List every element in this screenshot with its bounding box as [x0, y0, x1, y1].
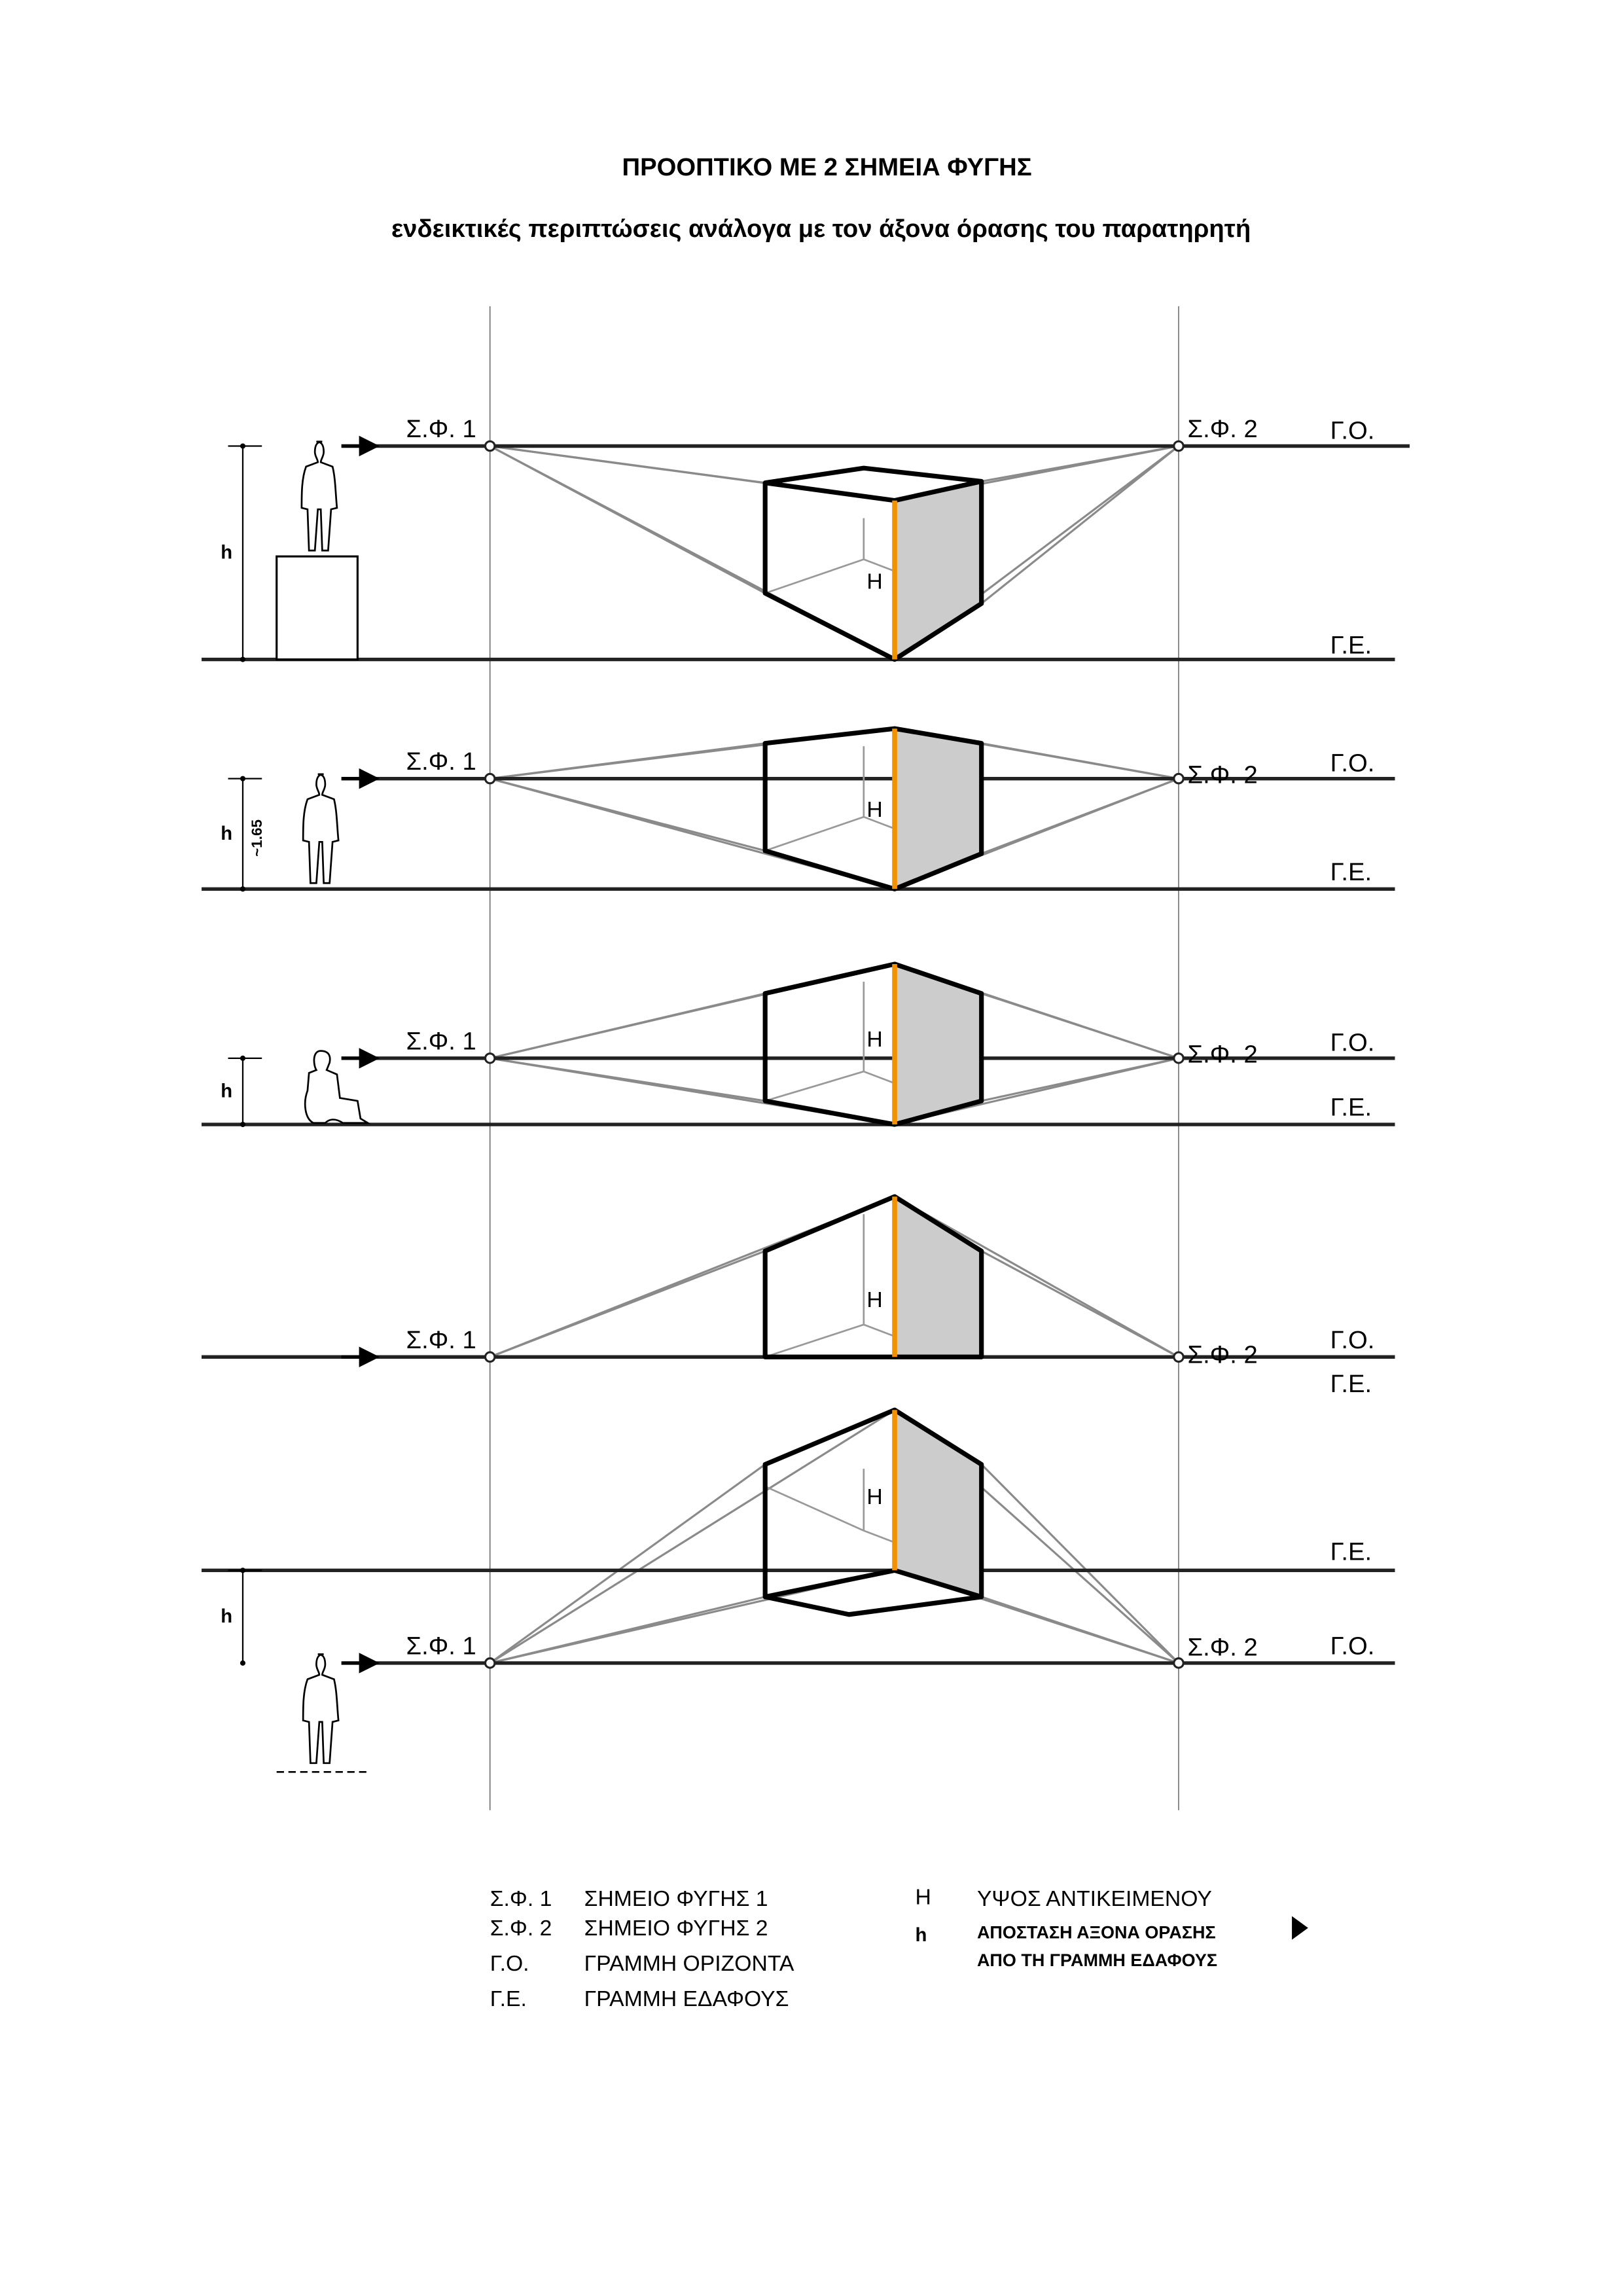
vp2-label: Σ.Φ. 2 [1187, 1340, 1257, 1369]
vp2-label: Σ.Φ. 2 [1187, 761, 1257, 789]
legend-text: ΣΗΜΕΙΟ ΦΥΓΗΣ 2 [584, 1916, 768, 1941]
dimension-dot [240, 1568, 246, 1573]
vanishing-point-1-marker [484, 1052, 496, 1064]
vanishing-point-2-marker [1173, 440, 1185, 452]
vp1-label: Σ.Φ. 1 [406, 415, 476, 443]
vanishing-point-1-marker [484, 1657, 496, 1669]
hidden-edge [764, 1070, 865, 1102]
legend-abbr: h [916, 1925, 927, 1946]
horizon-label: Γ.Ο. [1330, 1632, 1375, 1660]
dimension-dot [240, 1055, 246, 1061]
legend-text: ΑΠΟΣΤΑΣΗ ΑΞΟΝΑ ΟΡΑΣΗΣ [977, 1922, 1216, 1942]
object-height-label: H [866, 1287, 882, 1312]
vp1-label: Σ.Φ. 1 [406, 1632, 476, 1660]
construction-line [980, 445, 1179, 605]
platform-box [276, 555, 359, 661]
sight-axis-arrow-icon [359, 1346, 380, 1368]
hidden-edge [863, 1070, 895, 1085]
legend-abbr: Σ.Φ. 1 [490, 1886, 552, 1911]
diagram-case-4: H Σ.Φ. 1 Σ.Φ. 2 Γ.Ο. Γ.Ε. [202, 1194, 1395, 1398]
ground-label: Γ.Ε. [1330, 632, 1372, 660]
diagram-case-3: H Σ.Φ. 1 Σ.Φ. 2 Γ.Ο. Γ.Ε. h [202, 961, 1395, 1128]
dimension-dot [240, 776, 246, 781]
horizon-label: Γ.Ο. [1330, 749, 1375, 777]
vanishing-point-1-marker [484, 1351, 496, 1363]
sight-axis-arrow-icon [359, 1048, 380, 1069]
hidden-edge [764, 816, 865, 852]
standing-person-icon [302, 773, 340, 884]
construction-line [489, 1408, 895, 1664]
vanishing-point-1-marker [484, 440, 496, 452]
shaded-side-face [895, 728, 982, 889]
construction-line [980, 1463, 1180, 1664]
sight-axis-arrow-icon [359, 768, 380, 789]
object-height-label: H [866, 569, 882, 594]
vp2-label: Σ.Φ. 2 [1187, 415, 1257, 443]
sight-axis-arrow-icon [359, 1653, 380, 1674]
construction-line [894, 1195, 1179, 1358]
legend-text: ΓΡΑΜΜΗ ΕΔΑΦΟΥΣ [584, 1986, 789, 2011]
dimension-dot [240, 1121, 246, 1128]
sight-axis-arrow-icon [359, 435, 380, 457]
horizon-label: Γ.Ο. [1330, 1326, 1375, 1354]
vp1-label: Σ.Φ. 1 [406, 1027, 476, 1055]
hidden-edge [764, 1323, 865, 1358]
hidden-edge [863, 1530, 895, 1543]
eye-height-label: h [221, 543, 232, 564]
ground-label: Γ.Ε. [1330, 1370, 1372, 1398]
shaded-side-face [895, 1410, 982, 1597]
dimension-dot [240, 656, 246, 662]
construction-line [489, 1463, 766, 1664]
vanishing-point-1-marker [484, 772, 496, 785]
vanishing-point-2-marker [1173, 1351, 1185, 1363]
legend: Σ.Φ. 1 ΣΗΜΕΙΟ ΦΥΓΗΣ 1 Σ.Φ. 2 ΣΗΜΕΙΟ ΦΥΓΗΣ 2… [490, 1885, 1308, 2011]
vanishing-point-2-marker [1173, 1657, 1185, 1669]
page-subtitle: ενδεικτικές περιπτώσεις ανάλογα με τον ά… [391, 215, 1251, 243]
hidden-edge [764, 1485, 865, 1532]
vanishing-point-2-marker [1173, 772, 1185, 785]
diagram-case-5: H Σ.Φ. 1 Σ.Φ. 2 Γ.Ο. Γ.Ε. h [202, 1407, 1395, 1773]
legend-text: ΓΡΑΜΜΗ ΟΡΙΖΟΝΤΑ [584, 1951, 794, 1976]
eye-height-label: h [221, 1606, 232, 1627]
legend-text: ΑΠΟ ΤΗ ΓΡΑΜΜΗ ΕΔΑΦΟΥΣ [977, 1950, 1217, 1970]
object-height-label: H [866, 1027, 882, 1052]
dimension-dot [240, 443, 246, 449]
vp2-label: Σ.Φ. 2 [1187, 1634, 1257, 1662]
sight-axis-arrow-icon [1292, 1916, 1308, 1940]
sitting-person-icon [304, 1050, 371, 1124]
hidden-edge [863, 1323, 895, 1338]
legend-abbr: Γ.Ε. [490, 1986, 527, 2011]
vp2-label: Σ.Φ. 2 [1187, 1041, 1257, 1069]
eye-height-label: h [221, 823, 232, 844]
horizon-label: Γ.Ο. [1330, 416, 1375, 444]
ground-label: Γ.Ε. [1330, 858, 1372, 886]
horizon-label: Γ.Ο. [1330, 1029, 1375, 1057]
object-height-label: H [866, 1484, 882, 1509]
ground-label: Γ.Ε. [1330, 1094, 1372, 1122]
hidden-edge [863, 816, 895, 830]
object-height-label: H [866, 797, 882, 822]
standing-person-icon [302, 1653, 340, 1765]
dimension-dot [240, 886, 246, 892]
dimension-dot [240, 1660, 246, 1666]
shaded-side-face [895, 963, 982, 1125]
diagram-case-2: H Σ.Φ. 1 Σ.Φ. 2 Γ.Ο. Γ.Ε. h ~1.65 [202, 726, 1395, 892]
eye-height-value: ~1.65 [249, 819, 265, 857]
diagram-case-1: H Σ.Φ. 1 Σ.Φ. 2 Γ.Ο. Γ.Ε. h [202, 415, 1410, 662]
hidden-edge [764, 558, 865, 594]
legend-abbr: H [916, 1885, 931, 1910]
shaded-side-face [895, 1196, 982, 1357]
legend-text: ΥΨΟΣ ΑΝΤΙΚΕΙΜΕΝΟΥ [977, 1886, 1212, 1911]
page-title: ΠΡΟΟΠΤΙΚΟ ΜΕ 2 ΣΗΜΕΙΑ ΦΥΓΗΣ [622, 153, 1032, 181]
hidden-edge [863, 558, 895, 572]
vp1-label: Σ.Φ. 1 [406, 1326, 476, 1354]
legend-abbr: Σ.Φ. 2 [490, 1916, 552, 1941]
legend-abbr: Γ.Ο. [490, 1951, 529, 1976]
vp1-label: Σ.Φ. 1 [406, 747, 476, 776]
ground-label: Γ.Ε. [1330, 1538, 1372, 1566]
standing-person-icon [300, 440, 338, 552]
vanishing-point-2-marker [1173, 1052, 1185, 1064]
legend-text: ΣΗΜΕΙΟ ΦΥΓΗΣ 1 [584, 1886, 768, 1911]
eye-height-label: h [221, 1081, 232, 1102]
